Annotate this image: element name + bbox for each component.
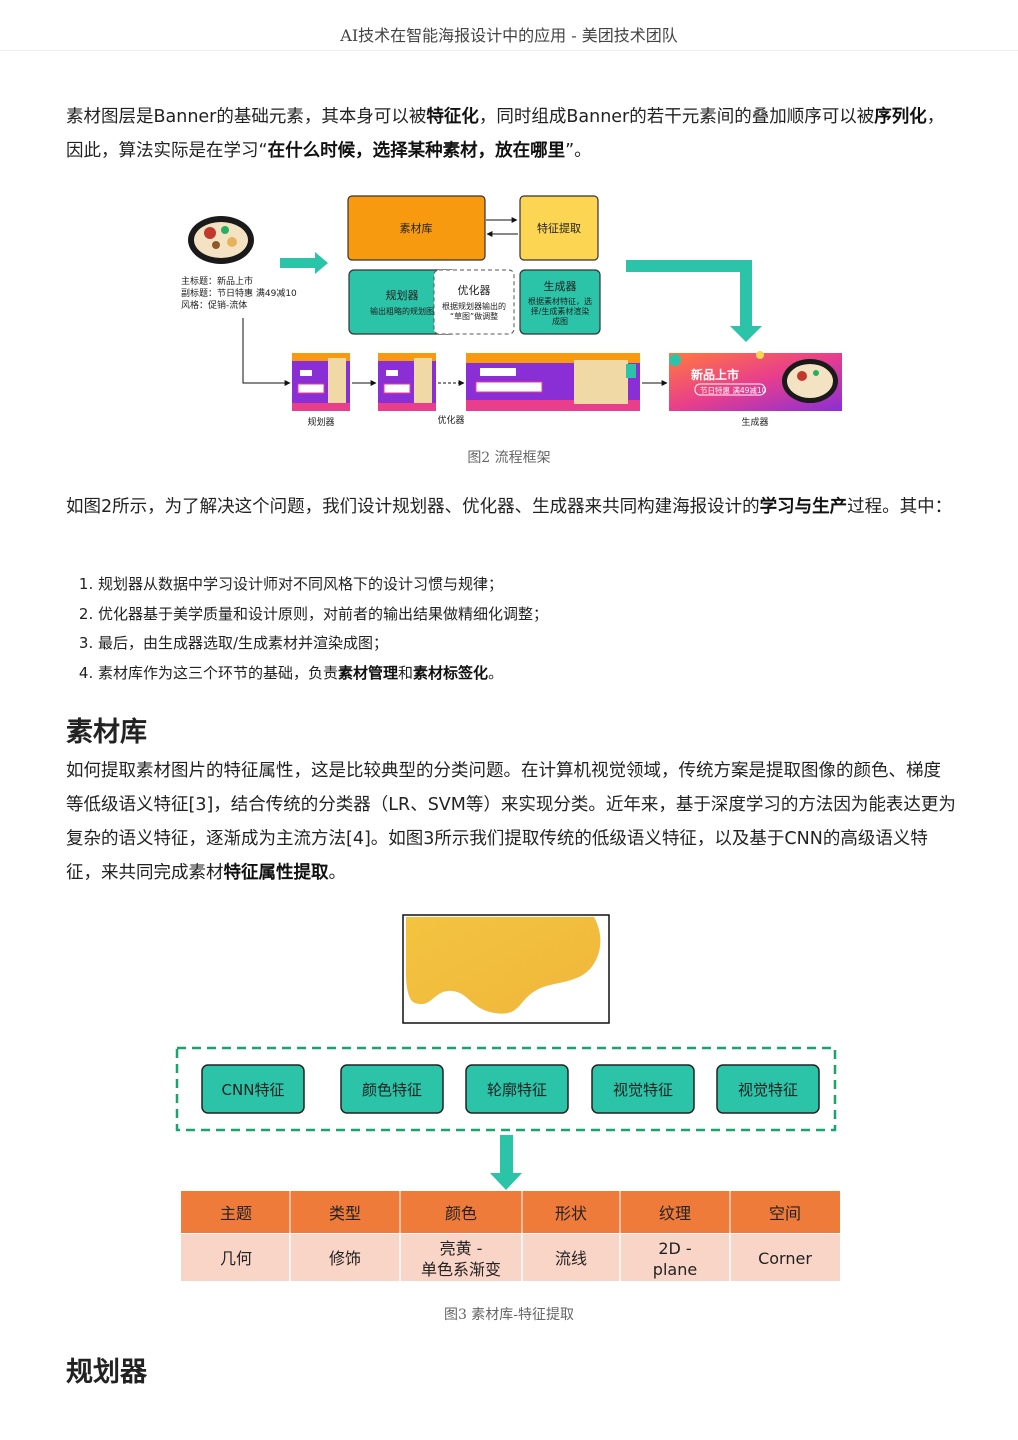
- planner-thumbnail: [292, 353, 350, 411]
- feature-table-header: [181, 1191, 840, 1281]
- generator-desc-3: 成图: [552, 316, 568, 326]
- color-feature-box: [340, 1064, 444, 1114]
- table-value-type: 修饰: [329, 1249, 361, 1268]
- steps-list: 规划器从数据中学习设计师对不同风格下的设计习惯与规律； 优化器基于美学质量和设计…: [76, 570, 978, 688]
- section-title-library: 素材库: [66, 717, 147, 748]
- table-value-theme: 几何: [220, 1249, 252, 1268]
- table-header-type: 类型: [329, 1204, 361, 1223]
- table-value-space: Corner: [758, 1249, 812, 1268]
- banner-title: 新品上市: [691, 367, 739, 382]
- intro-bold-2: 序列化: [874, 107, 927, 127]
- cnn-feature-box: [201, 1064, 305, 1114]
- step4-bold-2: 素材标签化: [413, 663, 489, 682]
- step4-text-1: 素材库作为这三个环节的基础，负责: [98, 663, 339, 682]
- step-item-4: 素材库作为这三个环节的基础，负责素材管理和素材标签化。: [98, 659, 978, 689]
- optimizer-title: 优化器: [458, 283, 491, 297]
- generator-box: [519, 269, 601, 335]
- features-to-table-arrow: [490, 1135, 522, 1190]
- visual-feature-label-2: 视觉特征: [738, 1081, 798, 1099]
- banner-subtitle: 节日特惠 满49减10: [700, 385, 767, 395]
- feature-container: [175, 1046, 837, 1132]
- generated-banner: [669, 351, 842, 411]
- optimizer-desc-1: 根据规划器输出的: [442, 301, 506, 311]
- generator-title: 生成器: [544, 279, 577, 293]
- intro-bold-1: 特征化: [426, 107, 479, 127]
- paragraph-2: 如图2所示，为了解决这个问题，我们设计规划器、优化器、生成器来共同构建海报设计的…: [66, 490, 956, 524]
- input-line-3: 风格：促销-流体: [181, 299, 247, 311]
- step-item-1: 规划器从数据中学习设计师对不同风格下的设计习惯与规律；: [98, 570, 978, 600]
- table-header-theme: 主题: [220, 1204, 252, 1223]
- intro-text-3: ，因此，算法实际是在学习“: [66, 107, 945, 161]
- stage-label-optimizer: 优化器: [437, 414, 464, 426]
- library-text-1: 如何提取素材图片的特征属性，这是比较典型的分类问题。在计算机视觉领域，传统方案是…: [66, 761, 956, 883]
- visual-feature-box-1: [591, 1064, 695, 1114]
- library-label: 素材库: [400, 221, 433, 235]
- table-header-texture: 纹理: [659, 1204, 691, 1223]
- table-value-color-line-2: 单色系渐变: [421, 1260, 501, 1279]
- step-item-3: 最后，由生成器选取/生成素材并渲染成图；: [98, 629, 978, 659]
- input-line-2: 副标题：节日特惠 满49减10: [181, 287, 297, 299]
- table-header-color: 颜色: [445, 1204, 477, 1223]
- feature-table-value-row: [181, 1234, 840, 1281]
- material-sample-image: [402, 914, 610, 1024]
- figure-3-caption: 图3 素材库-特征提取: [443, 1307, 575, 1323]
- feature-box: [519, 195, 599, 261]
- step4-text-3: 。: [488, 663, 504, 682]
- generator-desc-2: 择/生成素材渲染: [531, 306, 590, 316]
- color-feature-label: 颜色特征: [362, 1081, 422, 1099]
- page-header-title: AI技术在智能海报设计中的应用 - 美团技术团队: [0, 0, 1018, 51]
- para2-text-1: 如图2所示，为了解决这个问题，我们设计规划器、优化器、生成器来共同构建海报设计的: [66, 497, 760, 517]
- step-item-2: 优化器基于美学质量和设计原则，对前者的输出结果做精细化调整；: [98, 600, 978, 630]
- section-title-planner: 规划器: [66, 1357, 147, 1388]
- step4-bold-1: 素材管理: [338, 663, 399, 682]
- library-text-2: 。: [328, 863, 347, 883]
- table-header-space: 空间: [769, 1204, 801, 1223]
- intro-bold-3: 在什么时候，选择某种素材，放在哪里: [267, 141, 566, 161]
- intro-paragraph: 素材图层是Banner的基础元素，其本身可以被特征化，同时组成Banner的若干…: [66, 100, 956, 168]
- table-value-texture-line-2: plane: [653, 1260, 697, 1279]
- generator-desc-1: 根据素材特征，选: [528, 296, 592, 306]
- food-image-input: [188, 216, 254, 264]
- intro-text-4: ”。: [565, 141, 592, 161]
- step4-text-2: 和: [398, 663, 414, 682]
- visual-feature-label-1: 视觉特征: [613, 1081, 673, 1099]
- visual-feature-box-2: [716, 1064, 820, 1114]
- optimizer-box: [433, 269, 515, 335]
- planner-desc: 输出粗略的规划图: [370, 306, 434, 316]
- intro-text-2: ，同时组成Banner的若干元素间的叠加顺序可以被: [478, 107, 875, 127]
- table-header-shape: 形状: [555, 1204, 587, 1223]
- library-box: [347, 195, 486, 261]
- optimizer-output-thumbnail: [466, 353, 640, 411]
- cnn-feature-label: CNN特征: [222, 1081, 285, 1099]
- input-to-pipeline-line: [242, 318, 291, 386]
- table-value-color-line-1: 亮黄 -: [440, 1239, 483, 1258]
- stage-label-planner: 规划器: [307, 416, 334, 428]
- optimizer-thumbnail: [378, 353, 436, 411]
- input-to-system-arrow: [280, 252, 328, 274]
- planner-title: 规划器: [386, 288, 419, 302]
- para2-bold-1: 学习与生产: [759, 497, 848, 517]
- table-value-shape: 流线: [555, 1249, 587, 1268]
- input-line-1: 主标题：新品上市: [181, 275, 253, 287]
- stage-label-generator: 生成器: [741, 416, 768, 428]
- feature-label: 特征提取: [537, 221, 581, 235]
- figure-3-feature-extraction: CNN特征 颜色特征 轮廓特征 视觉特征 视觉特征 主题 类型 颜色 形状 纹理…: [175, 914, 840, 1281]
- figure-2-caption: 图2 流程框架: [467, 450, 551, 466]
- table-value-texture-line-1: 2D -: [658, 1239, 691, 1258]
- library-bold-1: 特征属性提取: [223, 863, 329, 883]
- contour-feature-box: [465, 1064, 569, 1114]
- para2-text-2: 过程。其中：: [847, 497, 953, 517]
- system-to-output-arrow: [626, 260, 762, 342]
- contour-feature-label: 轮廓特征: [487, 1081, 547, 1099]
- library-paragraph: 如何提取素材图片的特征属性，这是比较典型的分类问题。在计算机视觉领域，传统方案是…: [66, 754, 956, 890]
- optimizer-desc-2: “草图”做调整: [450, 311, 498, 321]
- figure-2-flow-diagram: 主标题：新品上市 副标题：节日特惠 满49减10 风格：促销-流体 素材库 特征…: [181, 195, 842, 428]
- intro-text-1: 素材图层是Banner的基础元素，其本身可以被: [66, 107, 427, 127]
